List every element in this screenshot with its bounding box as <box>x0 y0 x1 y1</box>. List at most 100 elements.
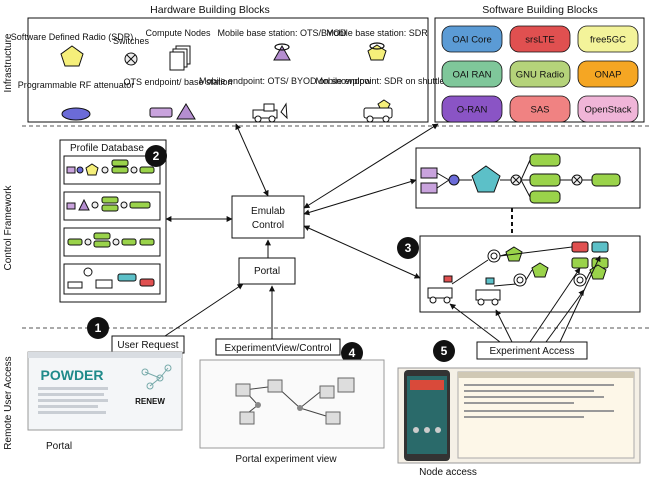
software-block-label: GNU Radio <box>516 70 565 81</box>
topology-switch-icon <box>510 174 522 186</box>
ots-base-station-triangle-icon <box>176 103 196 120</box>
emulab-control-node <box>231 195 305 239</box>
topology-node <box>571 241 589 253</box>
terminal-window <box>457 371 635 459</box>
hardware-title: Hardware Building Blocks <box>150 4 270 16</box>
phone-app-icon <box>413 427 419 433</box>
compute-label: Compute Nodes <box>145 28 211 38</box>
antenna-node <box>573 273 587 287</box>
portal-text-line <box>38 405 98 408</box>
profile-node <box>101 166 109 174</box>
snowplow-label: Mobile endpoint: OTS/ BYOD on snowplow <box>199 76 372 86</box>
hardware-frame <box>27 17 429 123</box>
topology-node <box>529 153 561 167</box>
software-block: ONAP <box>577 60 639 88</box>
software-block-label: free5GC <box>590 35 626 46</box>
profile-database: Profile Database <box>59 139 167 303</box>
topology-links <box>451 246 591 287</box>
node-access-caption: Node access <box>419 467 477 478</box>
software-block-label: ONAP <box>595 70 622 81</box>
layer-label-control: Control Framework <box>3 184 14 270</box>
phone-app-icon <box>424 427 430 433</box>
terminal-line <box>464 390 594 392</box>
portal-text-line <box>38 393 104 396</box>
terminal-line <box>464 402 574 404</box>
hardware-building-blocks: Hardware Building Blocks Software Define… <box>11 4 445 123</box>
software-block-label: SAS <box>530 105 549 116</box>
portal-text-line <box>38 411 106 414</box>
experiment-view-links <box>243 385 327 417</box>
profile-node <box>130 166 138 174</box>
portal-window <box>27 351 183 431</box>
topology-node <box>529 173 561 187</box>
topology-node <box>571 257 589 269</box>
powder-logo: POWDER <box>41 367 104 383</box>
experiment-access-box <box>476 341 588 360</box>
experiment-topology-top <box>415 147 641 209</box>
profile-node <box>101 204 119 212</box>
user-request-label: User Request <box>117 340 178 351</box>
profile-node <box>139 166 155 174</box>
experiment-view-box <box>215 338 341 356</box>
software-block-label: OAI RAN <box>452 70 491 81</box>
portal-label: Portal <box>254 266 280 277</box>
renew-logo: RENEW <box>135 397 165 406</box>
software-block: OpenStack <box>577 95 639 123</box>
software-block-pill <box>441 60 503 88</box>
step-badge-4-label: 4 <box>349 346 356 360</box>
experiment-view-node <box>235 383 251 397</box>
software-block-pill <box>577 25 639 53</box>
shuttle-label: Mobile endpoint: SDR on shuttle <box>315 76 444 86</box>
step-badge-2-label: 2 <box>153 149 160 163</box>
arrow-emulab-topology-bottom <box>303 225 421 279</box>
vehicle-wheel <box>429 296 437 304</box>
profile-node <box>111 159 129 167</box>
profile-node <box>129 201 151 209</box>
profile-node <box>101 196 119 204</box>
profile-node <box>93 232 111 240</box>
step-badge-1-label: 1 <box>95 321 102 335</box>
software-block: srsLTE <box>509 25 571 53</box>
profile-node <box>117 273 137 282</box>
shuttle-icon <box>363 99 393 123</box>
software-block-label: OpenStack <box>585 105 632 116</box>
step-badge-2 <box>145 145 167 167</box>
layer-label-remote: Remote User Access <box>3 356 14 449</box>
software-block: OAI Core <box>441 25 503 53</box>
step-badge-4 <box>341 342 363 364</box>
software-block-pill <box>441 25 503 53</box>
profile-node <box>83 267 93 277</box>
software-block-pill <box>509 95 571 123</box>
vehicle-wheel <box>477 298 485 306</box>
switches-label: Switches <box>113 36 150 46</box>
software-block: GNU Radio <box>509 60 571 88</box>
topology-node <box>531 262 549 278</box>
topology-node <box>485 277 495 285</box>
profile-node <box>67 238 83 246</box>
pentagon-icon <box>60 45 84 67</box>
network-graphic-icon <box>141 364 172 390</box>
sdr-label: Software Defined Radio (SDR) <box>11 32 134 42</box>
profile-node <box>78 198 90 211</box>
experiment-view-node <box>325 411 341 425</box>
experiment-view-node <box>255 402 261 408</box>
software-block: SAS <box>509 95 571 123</box>
arrow-emulab-topology-top <box>303 178 417 216</box>
ots-base-station-label: Mobile base station: OTS/BYOD <box>217 28 347 38</box>
terminal-line <box>464 410 614 412</box>
profile-node <box>91 201 99 209</box>
emulab-label-2: Control <box>252 220 284 231</box>
portal-screenshot: POWDER RENEW <box>27 351 183 431</box>
attenuator-label: Programmable RF attenuator <box>18 80 135 90</box>
profile-node <box>93 240 111 248</box>
antenna-node <box>516 276 524 284</box>
terminal-title-bar <box>458 372 634 378</box>
experiment-view-node <box>297 405 303 411</box>
topology-node <box>420 167 438 179</box>
topology-links <box>436 159 592 198</box>
profile-node <box>111 166 129 174</box>
experiment-topology-bottom <box>419 235 641 313</box>
switch-icon <box>124 52 138 66</box>
software-title: Software Building Blocks <box>482 4 598 16</box>
